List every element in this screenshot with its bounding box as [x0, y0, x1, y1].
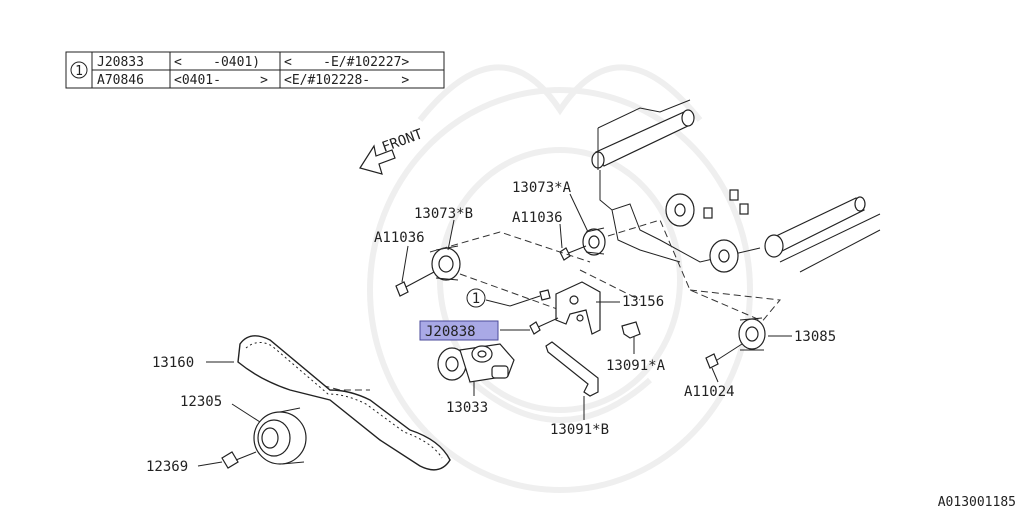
timing-belt-13160: [237, 335, 451, 471]
applicability-table: 1 J20833 < -0401) < -E/#102227> A70846 <…: [65, 51, 445, 89]
cam-sprocket-center: [665, 193, 695, 227]
idler-pulley-13085: [738, 317, 766, 351]
idler-pulley-13073a: [582, 227, 606, 256]
bracket-13091b: [545, 341, 599, 397]
crank-pulley-12305: [253, 407, 307, 465]
table-row-1-serial: < -E/#102227>: [284, 55, 409, 70]
label-13091b: 13091*B: [550, 422, 609, 438]
camshaft-right: [764, 196, 881, 273]
tensioner-bracket-13156: [555, 281, 601, 335]
label-a11036-left: A11036: [374, 230, 425, 246]
cam-sprocket-right: [709, 239, 739, 273]
label-j20838: J20838: [425, 324, 476, 340]
callout-1-number: 1: [472, 291, 480, 307]
label-13091a: 13091*A: [606, 358, 666, 374]
label-13160: 13160: [152, 355, 194, 371]
table-row-1-date: < -0401): [174, 55, 260, 70]
front-direction-arrow: FRONT: [359, 126, 426, 175]
belt-tensioner-13033: [437, 343, 515, 383]
bolt-a11024: [705, 343, 743, 369]
label-13073b: 13073*B: [414, 206, 473, 222]
bolt-callout-1: [509, 289, 551, 307]
label-12305: 12305: [180, 394, 222, 410]
leader-lines: [197, 193, 792, 467]
watermark-emblem: [367, 64, 753, 493]
clip-13091a: [621, 321, 641, 339]
table-row-2-part: A70846: [97, 73, 144, 88]
table-row-1-part: J20833: [97, 55, 144, 70]
crank-bolt-12369: [221, 451, 257, 469]
routing-dashed-lines: [247, 219, 781, 391]
table-callout-number: 1: [75, 64, 83, 79]
front-label: FRONT: [380, 126, 426, 156]
bolt-a11036-left: [395, 271, 435, 297]
idler-pulley-13073b: [431, 245, 461, 281]
engine-block-outline: [599, 170, 761, 263]
table-row-2-serial: <E/#102228- >: [284, 73, 409, 88]
table-row-2-date: <0401- >: [174, 73, 268, 88]
label-a11024: A11024: [684, 384, 735, 400]
highlighted-part-j20838[interactable]: J20838: [419, 320, 499, 341]
highlight-box: [419, 320, 499, 341]
figure-id: A013001185: [938, 495, 1016, 510]
label-a11036-right: A11036: [512, 210, 563, 226]
label-12369: 12369: [146, 459, 188, 475]
callout-circle-1: 1: [466, 288, 486, 308]
bolt-a11036-right: [559, 245, 587, 261]
label-13073a: 13073*A: [512, 180, 572, 196]
label-13033: 13033: [446, 400, 488, 416]
table-callout-circle: [70, 61, 88, 79]
small-clips: [703, 189, 749, 219]
camshaft-upper: [591, 99, 695, 170]
label-13156: 13156: [622, 294, 664, 310]
label-13085: 13085: [794, 329, 836, 345]
bolt-j20838: [529, 317, 559, 335]
